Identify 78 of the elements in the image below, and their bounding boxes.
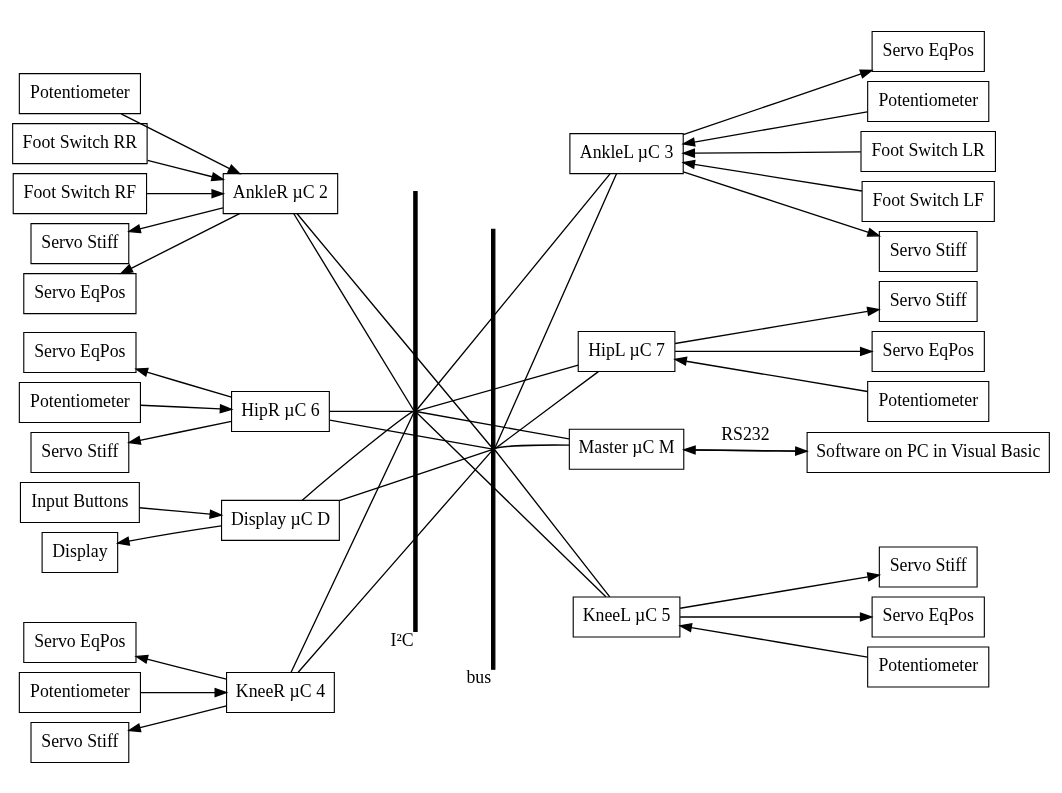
node-box: Servo Stiff bbox=[30, 222, 130, 264]
node-box: Foot Switch RR bbox=[12, 122, 148, 164]
node-box: AnkleR µC 2 bbox=[222, 172, 339, 214]
arrow bbox=[138, 506, 224, 519]
arrow bbox=[681, 159, 863, 192]
node-box: Potentiometer bbox=[18, 381, 141, 423]
node-label: bus bbox=[466, 666, 492, 687]
node-box: Foot Switch LR bbox=[860, 130, 996, 172]
node-box: Potentiometer bbox=[18, 671, 141, 713]
connector bbox=[494, 443, 570, 449]
node-box: Servo Stiff bbox=[30, 721, 130, 763]
node-box: HipL µC 7 bbox=[577, 330, 676, 372]
node-box: Servo EqPos bbox=[23, 331, 137, 373]
node-box: AnkleL µC 3 bbox=[569, 132, 684, 174]
node-box: Servo EqPos bbox=[23, 621, 137, 663]
connector bbox=[297, 450, 492, 673]
arrow bbox=[681, 110, 868, 147]
arrow bbox=[120, 112, 242, 175]
arrow bbox=[134, 654, 228, 680]
node-box: KneeR µC 4 bbox=[226, 671, 335, 713]
node-label: I²C bbox=[390, 629, 414, 650]
connector bbox=[290, 411, 415, 673]
connector bbox=[494, 172, 618, 449]
node-box: Input Buttons bbox=[19, 481, 140, 523]
node-bar bbox=[413, 190, 418, 632]
arrow bbox=[674, 306, 881, 344]
connector bbox=[338, 448, 492, 501]
connector bbox=[416, 172, 611, 410]
arrow bbox=[115, 524, 222, 546]
arrow bbox=[127, 206, 224, 233]
node-box: Software on PC in Visual Basic bbox=[806, 431, 1050, 473]
arrow bbox=[679, 571, 882, 609]
node-box: Display µC D bbox=[221, 499, 340, 541]
node-box: Display bbox=[41, 531, 119, 573]
node-box: Master µC M bbox=[568, 428, 685, 470]
arrow bbox=[682, 69, 874, 135]
arrow bbox=[673, 356, 869, 392]
node-box: Servo Stiff bbox=[878, 280, 978, 322]
arrow bbox=[134, 367, 233, 398]
arrow bbox=[139, 403, 234, 414]
arrow bbox=[127, 420, 233, 445]
arrow bbox=[678, 622, 869, 658]
node-box: Servo EqPos bbox=[23, 272, 137, 314]
arrow bbox=[681, 147, 862, 158]
node-box: KneeL µC 5 bbox=[572, 595, 681, 638]
node-box: Potentiometer bbox=[867, 380, 990, 422]
connector bbox=[416, 412, 607, 597]
connector bbox=[494, 370, 600, 449]
connector bbox=[329, 419, 493, 450]
edge-label: RS232 bbox=[721, 423, 770, 444]
connector bbox=[296, 212, 493, 448]
arrow bbox=[146, 159, 226, 181]
connector bbox=[328, 410, 415, 412]
connector bbox=[293, 212, 415, 411]
node-box: Foot Switch RF bbox=[12, 172, 148, 214]
arrow bbox=[146, 188, 226, 198]
connector bbox=[416, 364, 579, 412]
node-box: Potentiometer bbox=[867, 645, 990, 688]
connector bbox=[494, 448, 611, 598]
node-box: Foot Switch LF bbox=[861, 180, 995, 222]
connector bbox=[416, 410, 570, 440]
connector bbox=[301, 410, 415, 501]
node-box: Servo Stiff bbox=[30, 431, 130, 473]
node-box: Potentiometer bbox=[18, 72, 141, 114]
arrow bbox=[119, 212, 241, 274]
node-box: Servo EqPos bbox=[871, 30, 985, 72]
arrow bbox=[127, 704, 228, 732]
arrow bbox=[679, 611, 874, 622]
node-box: Potentiometer bbox=[867, 80, 990, 122]
node-box: Servo EqPos bbox=[871, 595, 985, 638]
arrow bbox=[682, 170, 882, 237]
node-box: Servo Stiff bbox=[878, 230, 978, 272]
arrow bbox=[139, 687, 229, 697]
node-box: HipR µC 6 bbox=[231, 390, 330, 432]
node-box: Servo Stiff bbox=[878, 545, 978, 588]
arrow bbox=[674, 346, 874, 356]
node-box: Servo EqPos bbox=[871, 330, 985, 372]
node-bar bbox=[491, 228, 496, 670]
